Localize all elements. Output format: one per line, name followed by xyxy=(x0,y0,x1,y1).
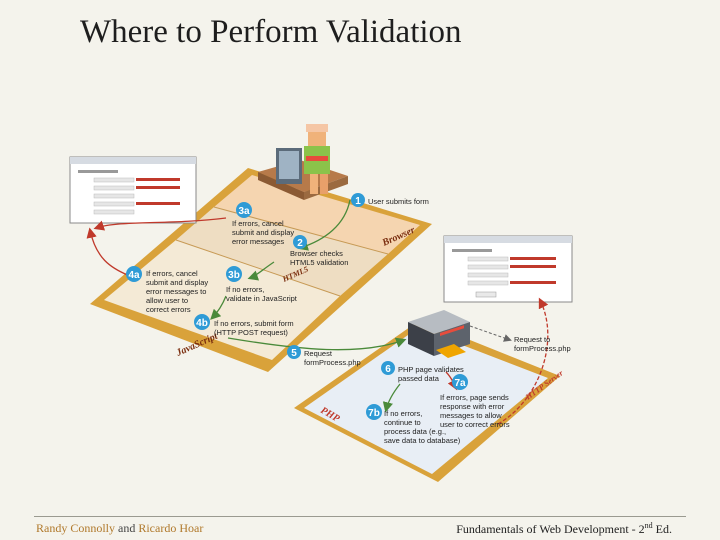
step-4b: 4b If no errors, submit form (HTTP POST … xyxy=(194,314,296,337)
step-4a-label: If errors, cancel submit and display err… xyxy=(146,269,210,314)
edition-superscript: nd xyxy=(644,521,653,530)
footer-authors: Randy Connolly and Ricardo Hoar xyxy=(36,521,203,536)
step-3a: 3a If errors, cancel submit and display … xyxy=(232,202,296,246)
step-6-label: PHP page validates passed data xyxy=(398,365,466,383)
step-3b: 3b If no errors, validate in JavaScript xyxy=(226,266,298,303)
svg-text:Request to formProcess: Request to formProcess.php xyxy=(514,335,571,353)
arrow-js-error xyxy=(86,227,131,277)
html5-zone xyxy=(176,207,388,296)
book-title: Fundamentals of Web Development - 2 xyxy=(456,522,645,536)
javascript-zone xyxy=(104,240,340,360)
step-3b-label: If no errors, validate in JavaScript xyxy=(226,285,298,303)
step-3b-number: 3b xyxy=(228,270,240,281)
step-7a: 7a If errors, page sends response with e… xyxy=(440,374,511,429)
step-2: 2 Browser checks HTML5 validation xyxy=(290,235,348,267)
author-and: and xyxy=(118,521,136,535)
browser-window-icon-left xyxy=(69,156,197,224)
step-7b-label: If no errors, continue to process data (… xyxy=(384,409,461,445)
arrow-request-label xyxy=(469,325,512,342)
step-1: 1 User submits form xyxy=(351,193,429,207)
arrow-to-server xyxy=(227,337,407,351)
server-icon xyxy=(408,310,470,358)
footer-divider xyxy=(34,516,686,517)
step-7b: 7b If no errors, continue to process dat… xyxy=(366,404,461,445)
arrow-to-7b xyxy=(382,383,401,413)
step-7a-label: If errors, page sends response with erro… xyxy=(440,393,511,429)
step-1-label: User submits form xyxy=(368,197,429,206)
step-5-number: 5 xyxy=(291,348,297,359)
step-6: 6 PHP page validates passed data xyxy=(381,361,466,383)
step-3a-label: If errors, cancel submit and display err… xyxy=(232,219,296,246)
arrow-to-4b xyxy=(210,295,227,320)
user-at-computer-icon xyxy=(258,124,348,200)
edition-rest: Ed. xyxy=(652,522,672,536)
step-2-label: Browser checks HTML5 validation xyxy=(290,249,348,267)
php-zone xyxy=(304,328,548,474)
author-1: Randy Connolly xyxy=(36,521,116,535)
step-1-number: 1 xyxy=(355,196,361,207)
slide-title: Where to Perform Validation xyxy=(80,14,462,50)
browser-zone xyxy=(214,175,420,254)
browser-window-icon-right xyxy=(443,235,573,303)
author-2: Ricardo Hoar xyxy=(138,521,204,535)
arrow-response xyxy=(497,297,549,425)
arrow-submit xyxy=(297,199,351,251)
step-4b-number: 4b xyxy=(196,318,208,329)
step-4a: 4a If errors, cancel submit and display … xyxy=(126,266,210,314)
footer-book-title: Fundamentals of Web Development - 2nd Ed… xyxy=(456,521,672,537)
step-7b-number: 7b xyxy=(368,408,380,419)
step-4b-label: If no errors, submit form (HTTP POST req… xyxy=(214,319,296,337)
step-2-number: 2 xyxy=(297,238,303,249)
step-5: 5 Request formProcess.php xyxy=(287,345,361,367)
step-6-number: 6 xyxy=(385,364,391,375)
step-7a-number: 7a xyxy=(454,378,466,389)
step-5-label: Request formProcess.php xyxy=(304,349,361,367)
step-3a-number: 3a xyxy=(238,206,250,217)
validation-diagram: Browser HTML5 JavaScript PHP HTTP Server xyxy=(69,124,573,482)
request-label: Request to formProcess.php xyxy=(514,335,571,353)
arrow-to-3b xyxy=(247,261,275,281)
arrow-html5-error xyxy=(93,217,227,231)
step-4a-number: 4a xyxy=(128,270,140,281)
